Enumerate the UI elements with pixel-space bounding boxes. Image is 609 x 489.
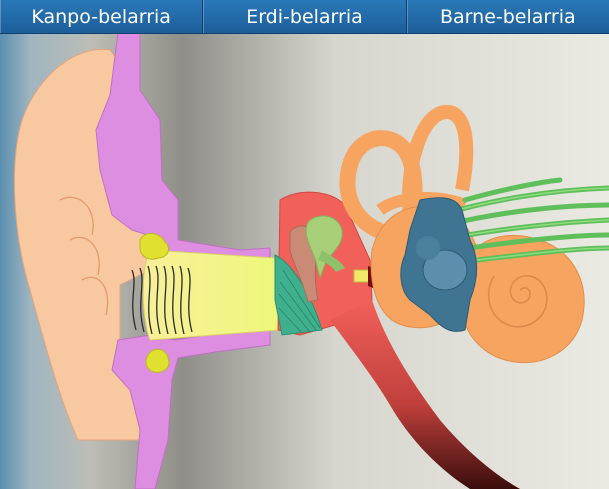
eustachian-tube [330, 300, 520, 489]
eardrum-lines [278, 269, 321, 334]
incus-tail [318, 250, 345, 272]
semicircular-canal-superior [402, 105, 474, 216]
incus [305, 215, 343, 280]
gland-upper [139, 233, 169, 260]
tab-middle-ear[interactable]: Erdi-belarria [203, 0, 407, 33]
vestibule-lobe-small [416, 236, 440, 260]
vestibule-lobe [422, 249, 468, 291]
tab-inner-ear[interactable]: Barne-belarria [407, 0, 609, 33]
pinna [13, 48, 161, 441]
canal-hairs [131, 265, 193, 335]
section-header: Kanpo-belarria Erdi-belarria Barne-belar… [0, 0, 609, 34]
cochlea-spiral [487, 275, 548, 328]
cochlea [461, 234, 585, 364]
semicircular-canal-posterior [376, 192, 468, 216]
tab-outer-ear[interactable]: Kanpo-belarria [0, 0, 204, 33]
gland-lower [145, 348, 170, 373]
pinna-fold [59, 196, 109, 316]
ear-canal [142, 249, 281, 341]
